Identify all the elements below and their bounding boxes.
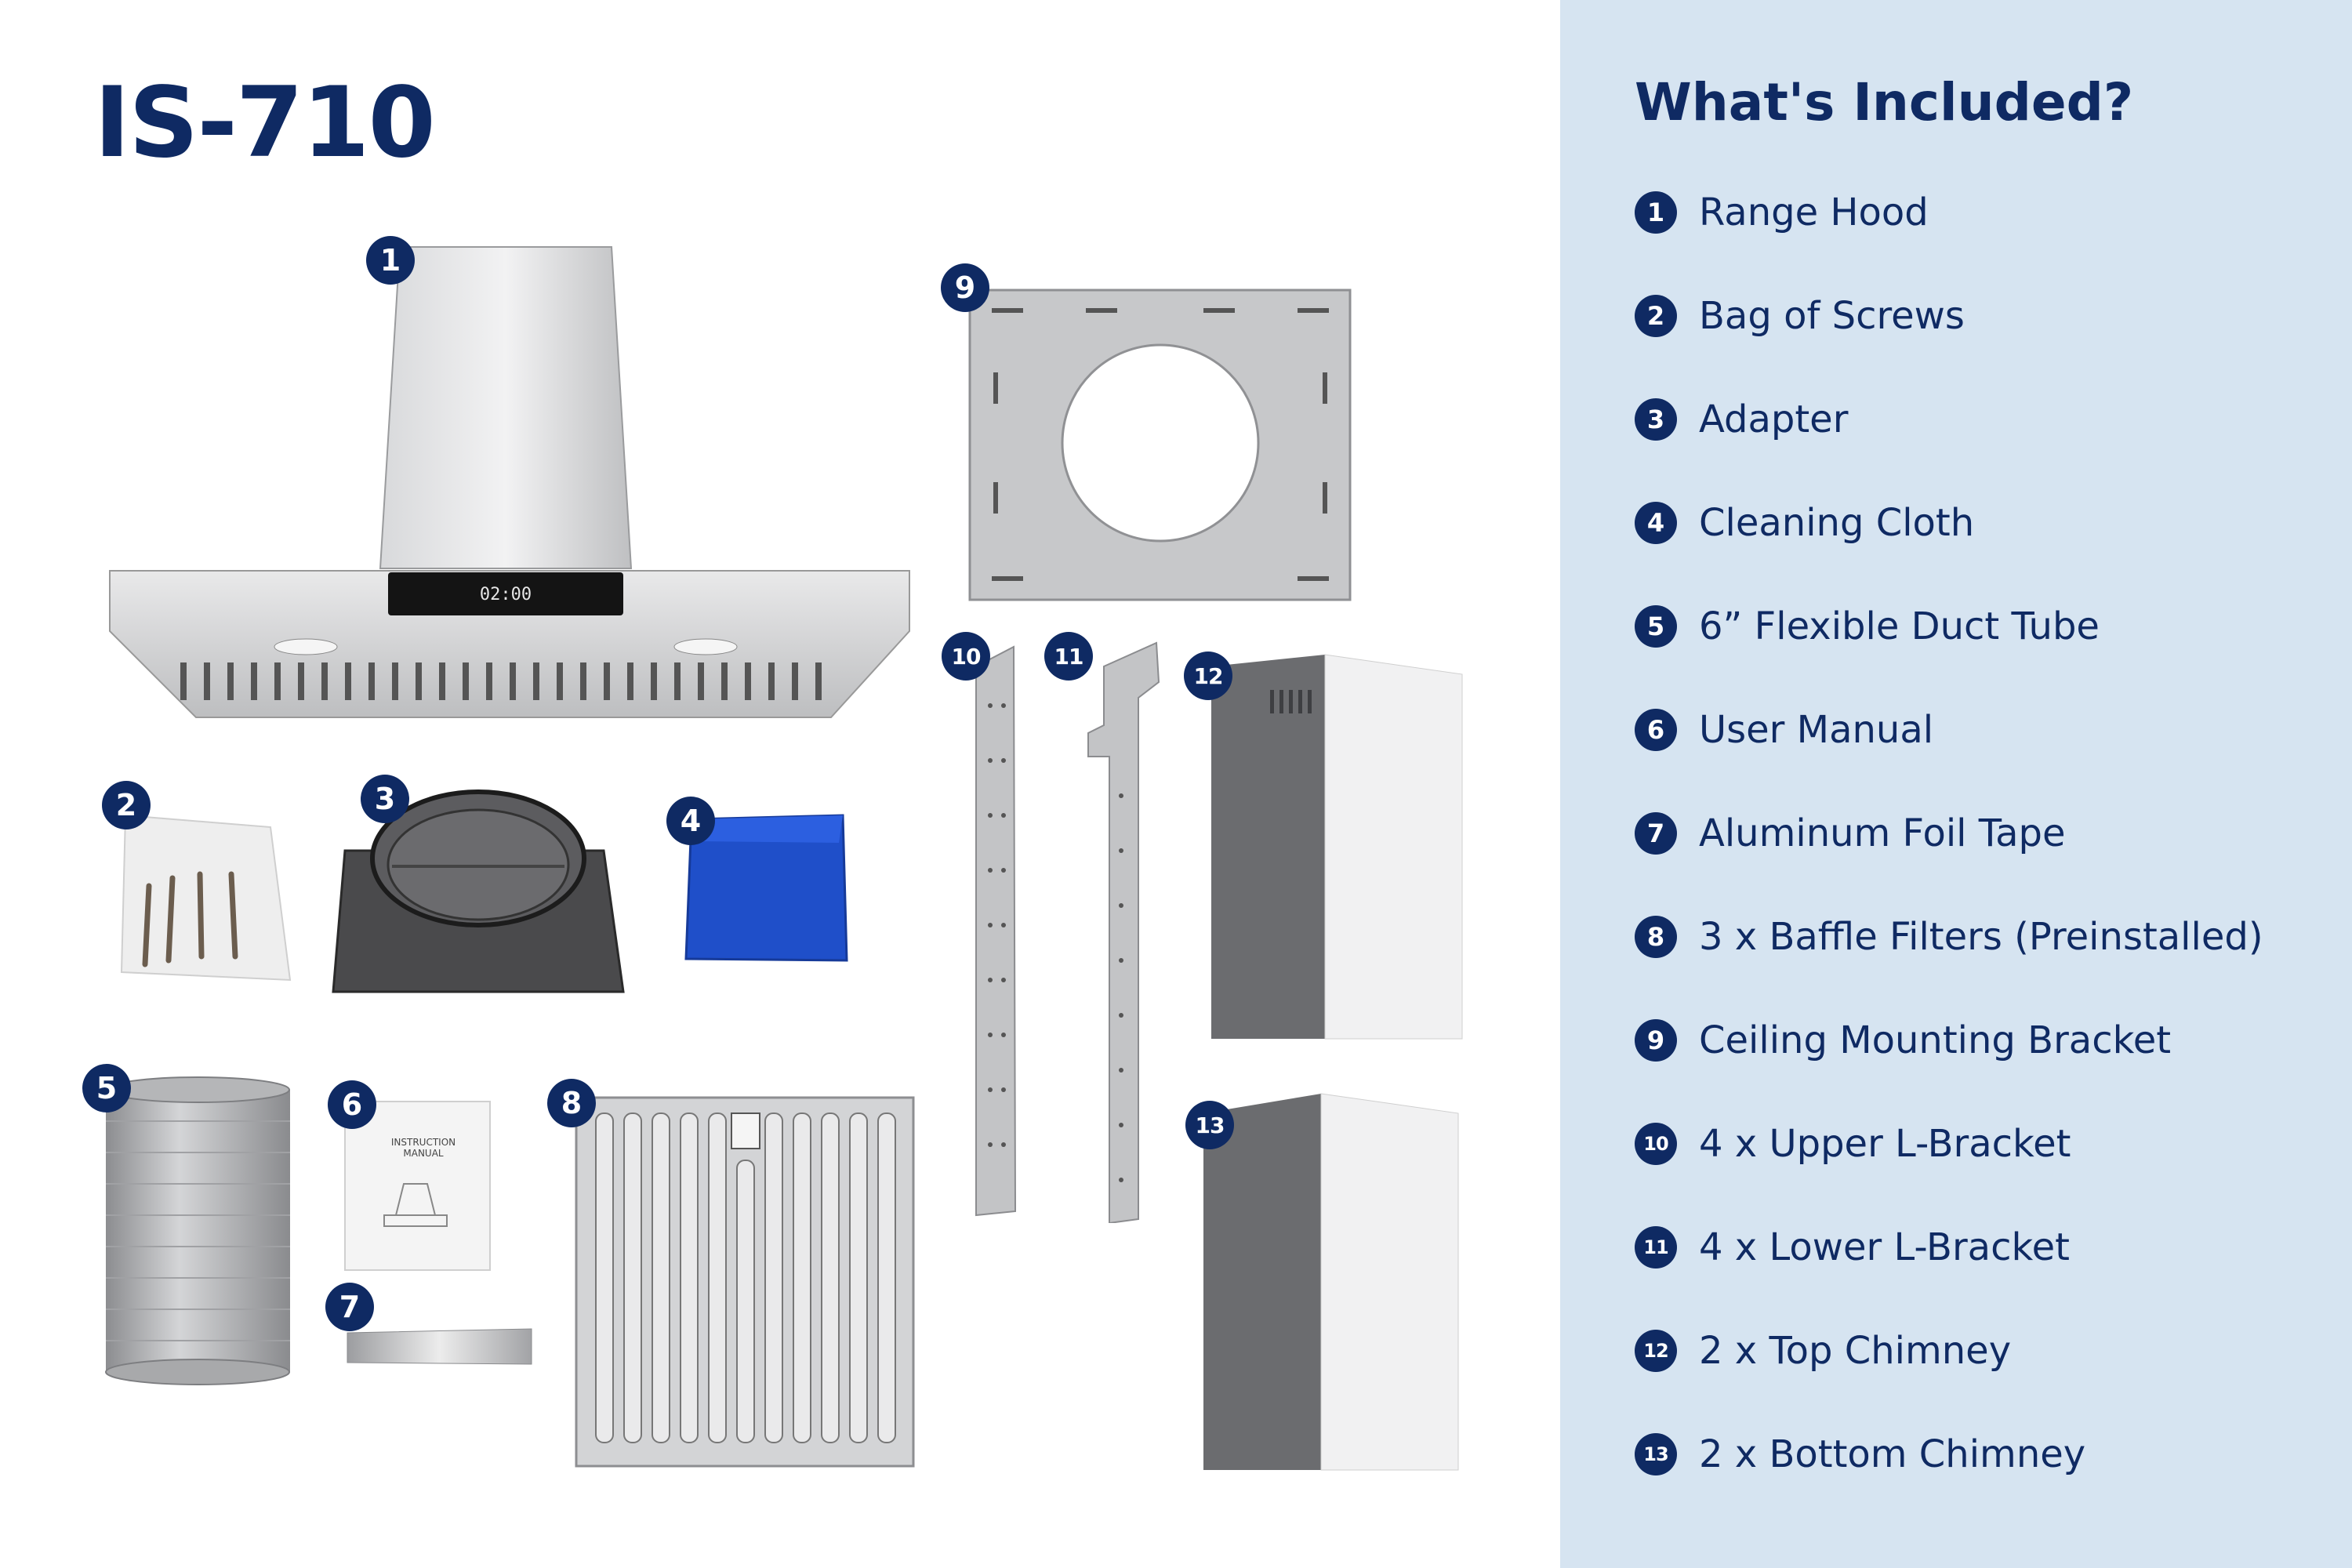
item-number: 3 xyxy=(1635,398,1677,441)
lower-l-bracket-image xyxy=(1087,641,1160,1223)
list-item: 10 4 x Upper L-Bracket xyxy=(1635,1123,2263,1226)
badge-5: 5 xyxy=(82,1064,131,1112)
hood-control-display: 02:00 xyxy=(480,585,532,604)
item-label: Aluminum Foil Tape xyxy=(1699,811,2066,855)
item-number: 4 xyxy=(1635,502,1677,544)
ceiling-mounting-bracket-image xyxy=(968,289,1352,601)
item-label: 4 x Upper L-Bracket xyxy=(1699,1122,2071,1166)
badge-1: 1 xyxy=(366,236,415,285)
item-label: Ceiling Mounting Bracket xyxy=(1699,1018,2172,1062)
list-item: 8 3 x Baffle Filters (Preinstalled) xyxy=(1635,916,2263,1019)
item-number: 9 xyxy=(1635,1019,1677,1062)
badge-10: 10 xyxy=(942,632,990,681)
item-number: 1 xyxy=(1635,191,1677,234)
badge-11: 11 xyxy=(1044,632,1093,681)
item-number: 5 xyxy=(1635,605,1677,648)
list-item: 3 Adapter xyxy=(1635,398,2263,502)
item-label: Cleaning Cloth xyxy=(1699,501,1975,545)
list-item: 9 Ceiling Mounting Bracket xyxy=(1635,1019,2263,1123)
range-hood-image: 02:00 xyxy=(109,246,910,718)
baffle-filter-image xyxy=(575,1096,915,1468)
item-label: Adapter xyxy=(1699,397,1849,441)
item-label: User Manual xyxy=(1699,708,1934,752)
item-number: 11 xyxy=(1635,1226,1677,1269)
list-item: 12 2 x Top Chimney xyxy=(1635,1330,2263,1433)
badge-3: 3 xyxy=(361,775,409,823)
badge-12: 12 xyxy=(1184,652,1232,700)
cleaning-cloth-image xyxy=(684,814,848,962)
badge-8: 8 xyxy=(547,1079,596,1127)
badge-6: 6 xyxy=(328,1080,376,1129)
list-item: 7 Aluminum Foil Tape xyxy=(1635,812,2263,916)
item-label: Bag of Screws xyxy=(1699,294,1965,338)
item-number: 8 xyxy=(1635,916,1677,958)
item-label: 4 x Lower L-Bracket xyxy=(1699,1225,2070,1269)
item-label: 2 x Top Chimney xyxy=(1699,1329,2012,1373)
badge-9: 9 xyxy=(941,263,989,312)
item-label: Range Hood xyxy=(1699,191,1929,234)
badge-4: 4 xyxy=(666,797,715,845)
upper-l-bracket-image xyxy=(975,645,1017,1217)
list-item: 6 User Manual xyxy=(1635,709,2263,812)
list-item: 2 Bag of Screws xyxy=(1635,295,2263,398)
top-chimney-image xyxy=(1211,654,1463,1040)
list-item: 4 Cleaning Cloth xyxy=(1635,502,2263,605)
manual-cover-text: INSTRUCTION MANUAL xyxy=(390,1137,456,1159)
item-number: 12 xyxy=(1635,1330,1677,1372)
list-item: 11 4 x Lower L-Bracket xyxy=(1635,1226,2263,1330)
item-number: 13 xyxy=(1635,1433,1677,1475)
whats-included-heading: What's Included? xyxy=(1635,72,2134,132)
item-label: 6” Flexible Duct Tube xyxy=(1699,604,2100,648)
item-label: 3 x Baffle Filters (Preinstalled) xyxy=(1699,915,2263,959)
whats-included-panel: What's Included? 1 Range Hood 2 Bag of Scr… xyxy=(1560,0,2352,1568)
bag-of-screws-image xyxy=(120,814,292,982)
item-label: 2 x Bottom Chimney xyxy=(1699,1432,2086,1476)
user-manual-image xyxy=(344,1101,491,1271)
list-item: 1 Range Hood xyxy=(1635,191,2263,295)
item-number: 2 xyxy=(1635,295,1677,337)
aluminum-foil-tape-image xyxy=(347,1328,532,1365)
list-item: 13 2 x Bottom Chimney xyxy=(1635,1433,2263,1537)
item-number: 6 xyxy=(1635,709,1677,751)
flexible-duct-tube-image xyxy=(105,1076,290,1385)
bottom-chimney-image xyxy=(1203,1093,1459,1471)
badge-2: 2 xyxy=(102,781,151,829)
item-number: 7 xyxy=(1635,812,1677,855)
badge-7: 7 xyxy=(325,1283,374,1331)
item-number: 10 xyxy=(1635,1123,1677,1165)
included-items-list: 1 Range Hood 2 Bag of Screws 3 Adapter 4 Cle… xyxy=(1635,191,2263,1537)
badge-13: 13 xyxy=(1185,1101,1234,1149)
list-item: 5 6” Flexible Duct Tube xyxy=(1635,605,2263,709)
adapter-image xyxy=(332,789,625,993)
product-model-title: IS-710 xyxy=(94,67,436,180)
